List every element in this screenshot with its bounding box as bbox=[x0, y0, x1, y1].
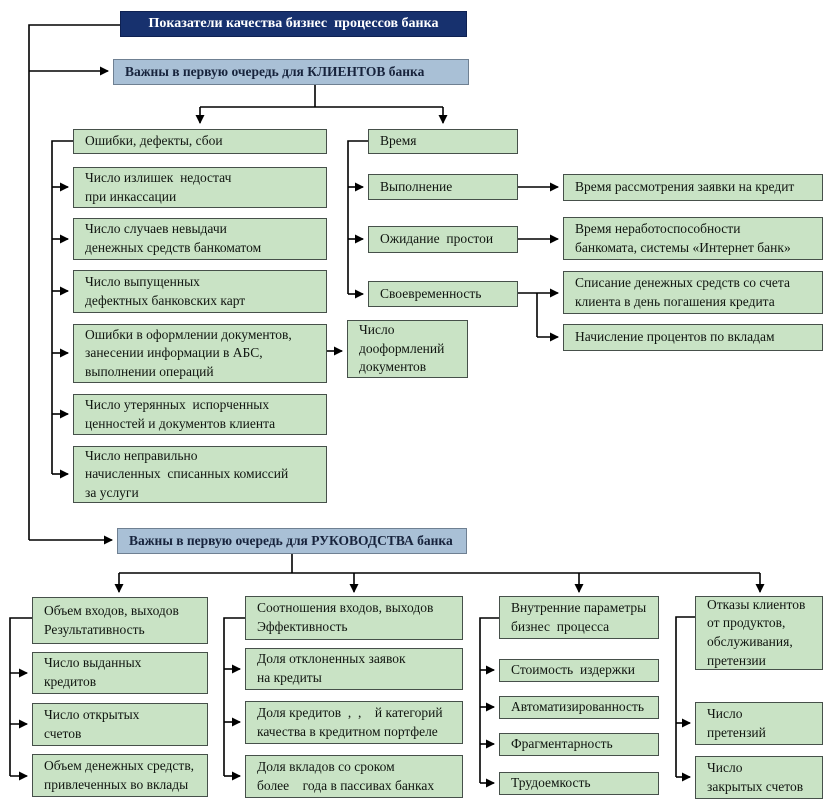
defects-item-box: Ошибки в оформлении документов, занесени… bbox=[73, 324, 327, 383]
mgmt-col3-item-box: Автоматизированность bbox=[499, 696, 659, 719]
time-item-box: Своевременность bbox=[368, 281, 518, 307]
mgmt-col2-item-box: Доля вкладов со сроком более года в пасс… bbox=[245, 755, 463, 798]
diagram-title: Показатели качества бизнес процессов бан… bbox=[120, 11, 467, 37]
mgmt-col4-item-box: Число претензий bbox=[695, 702, 823, 745]
mgmt-col1-header-box: Объем входов, выходов Результативность bbox=[32, 597, 208, 644]
mgmt-col3-header-box: Внутренние параметры бизнес процесса bbox=[499, 596, 659, 639]
time-result-box: Время рассмотрения заявки на кредит bbox=[563, 174, 823, 201]
mgmt-col1-item-box: Объем денежных средств, привлеченных во … bbox=[32, 754, 208, 797]
mgmt-col4-header-box: Отказы клиентов от продуктов, обслуживан… bbox=[695, 596, 823, 670]
defects-item-box: Число неправильно начисленных списанных … bbox=[73, 446, 327, 503]
time-item-box: Ожидание простои bbox=[368, 226, 518, 253]
time-item-box: Выполнение bbox=[368, 174, 518, 200]
defects-item-box: Число выпущенных дефектных банковских ка… bbox=[73, 270, 327, 313]
defects-root-box: Ошибки, дефекты, сбои bbox=[73, 129, 327, 154]
mgmt-col3-item-box: Трудоемкость bbox=[499, 772, 659, 795]
mgmt-col3-item-box: Стоимость издержки bbox=[499, 659, 659, 682]
mgmt-col2-item-box: Доля кредитов , , й категорий качества в… bbox=[245, 701, 463, 744]
clients-section-header: Важны в первую очередь для КЛИЕНТОВ банк… bbox=[113, 59, 469, 85]
time-result-box: Списание денежных средств со счета клиен… bbox=[563, 271, 823, 314]
mgmt-col1-item-box: Число выданных кредитов bbox=[32, 652, 208, 694]
defects-result-box: Число дооформлений документов bbox=[347, 320, 468, 378]
defects-item-box: Число утерянных испорченных ценностей и … bbox=[73, 394, 327, 435]
mgmt-col1-item-box: Число открытых счетов bbox=[32, 703, 208, 746]
mgmt-col4-item-box: Число закрытых счетов bbox=[695, 756, 823, 799]
time-root-box: Время bbox=[368, 129, 518, 154]
defects-item-box: Число излишек недостач при инкассации bbox=[73, 167, 327, 208]
time-result-box: Начисление процентов по вкладам bbox=[563, 324, 823, 351]
mgmt-col2-item-box: Доля отклоненных заявок на кредиты bbox=[245, 648, 463, 690]
defects-item-box: Число случаев невыдачи денежных средств … bbox=[73, 218, 327, 260]
management-section-header: Важны в первую очередь для РУКОВОДСТВА б… bbox=[117, 528, 467, 554]
mgmt-col2-header-box: Соотношения входов, выходов Эффективност… bbox=[245, 596, 463, 640]
time-result-box: Время неработоспособности банкомата, сис… bbox=[563, 217, 823, 260]
mgmt-col3-item-box: Фрагментарность bbox=[499, 733, 659, 756]
